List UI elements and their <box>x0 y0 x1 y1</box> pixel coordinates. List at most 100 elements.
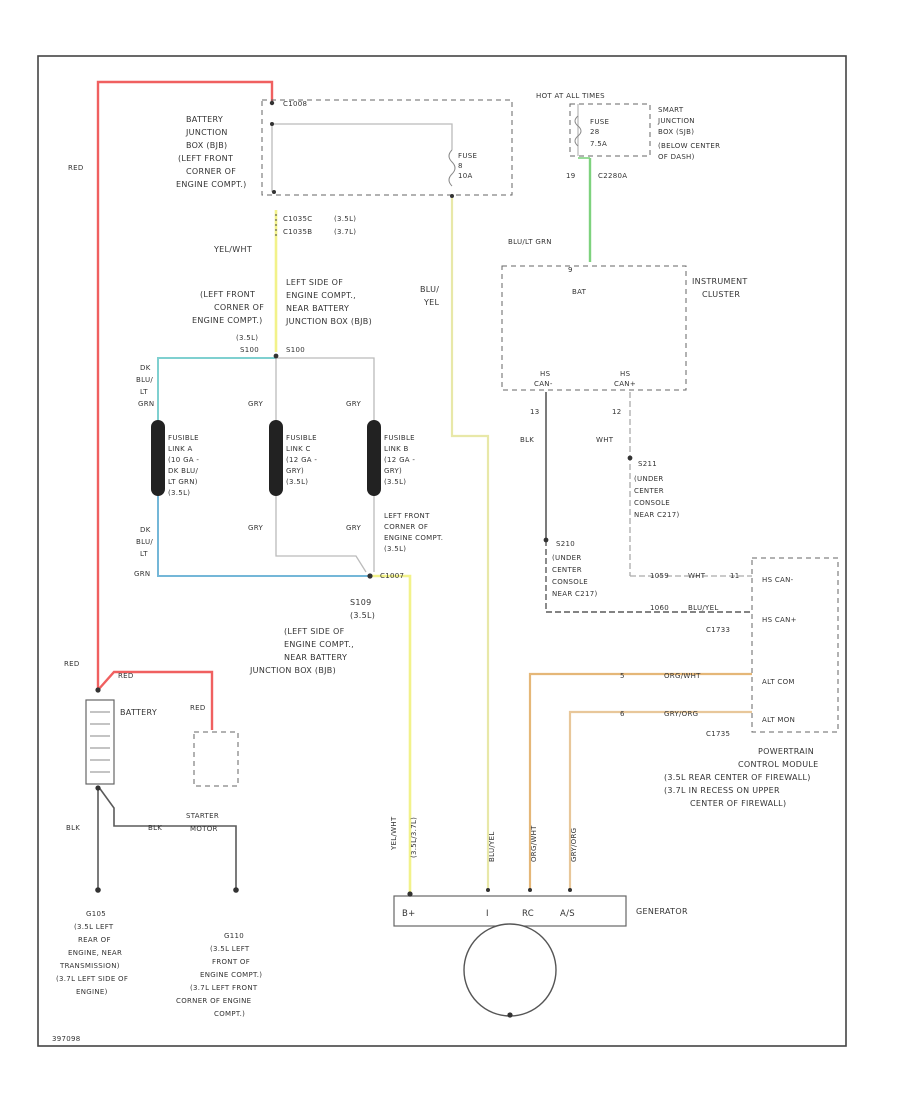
dk-blu-lt-grn-bot-1: BLU/ <box>136 538 153 546</box>
pcm-pin-2: ALT COM <box>762 678 795 686</box>
blk-ground-label-b: BLK <box>148 824 162 832</box>
s109-label-2: (LEFT SIDE OF <box>284 627 345 636</box>
yel-wht-top-label: YEL/WHT <box>213 245 252 254</box>
gry-bot-c: GRY <box>248 524 263 532</box>
sjb-fuse-0: FUSE <box>590 118 609 126</box>
ipc-label-0: INSTRUMENT <box>692 277 748 286</box>
c1008-label: C1008 <box>283 100 307 108</box>
org-wht-vertical-label: ORG/WHT <box>530 825 538 862</box>
dk-blu-lt-grn-top-3: GRN <box>138 400 154 408</box>
can-hi-pin: 12 <box>612 408 622 416</box>
wire-gry-fl-b <box>276 357 375 425</box>
sjb-label-2: BOX (SJB) <box>658 128 694 136</box>
pcm-label-3: (3.7L IN RECESS ON UPPER <box>664 786 780 795</box>
hs-can-h-0: HS <box>620 370 631 378</box>
fl-a-label-3: DK BLU/ <box>168 467 198 475</box>
wire-teal-fl-a-bottom <box>157 495 370 577</box>
smart-junction-box <box>569 103 651 157</box>
g105-label-6: ENGINE) <box>76 988 108 996</box>
battery-junction-box <box>261 99 513 196</box>
dk-blu-lt-grn-top-1: BLU/ <box>136 376 153 384</box>
s210-splice-dot <box>543 537 549 543</box>
s109-label-3: ENGINE COMPT., <box>284 640 354 649</box>
gen-pin-i: I <box>486 909 489 919</box>
hot-at-all-times-label: HOT AT ALL TIMES <box>536 92 605 100</box>
s100-splice-dot <box>273 353 279 359</box>
battery <box>85 699 115 785</box>
bjb-label-3: (LEFT FRONT <box>178 154 233 163</box>
gen-i-dot <box>486 888 490 892</box>
sjb-label-0: SMART <box>658 106 684 114</box>
fl-c-label-0: FUSIBLE <box>286 434 317 442</box>
g110-label-4: (3.7L LEFT FRONT <box>190 984 258 992</box>
blu-lt-grn-label: BLU/LT GRN <box>508 238 552 246</box>
gry-top-b: GRY <box>346 400 361 408</box>
alt-mon-wire-1: GRY/ORG <box>664 710 698 718</box>
hs-can-h-1: CAN+ <box>614 380 636 388</box>
left-front-top-2: ENGINE COMPT.) <box>192 316 263 325</box>
c1735-label: C1735 <box>706 730 730 738</box>
fusible-link-c <box>269 420 283 496</box>
s211-label-4: NEAR C217) <box>634 511 680 519</box>
wire-yel-wht-bplus <box>370 574 412 895</box>
gen-pin-bplus: B+ <box>402 909 416 919</box>
fuse-28-symbol <box>574 115 582 147</box>
fuse-8-label-1: 8 <box>458 162 463 170</box>
pcm-label-4: CENTER OF FIREWALL) <box>690 799 786 808</box>
sjb-label-1: JUNCTION <box>657 117 695 125</box>
alt-mon-wire-0: 6 <box>620 710 625 718</box>
fl-a-label-0: FUSIBLE <box>168 434 199 442</box>
left-side-top-0: LEFT SIDE OF <box>286 278 343 287</box>
fusible-link-a <box>151 420 165 496</box>
sjb-label-3: (BELOW CENTER <box>658 142 720 150</box>
can-lo-pin: 13 <box>530 408 540 416</box>
red-label-d: RED <box>190 704 206 712</box>
blk-can-label: BLK <box>520 436 534 444</box>
gen-as-dot <box>568 888 572 892</box>
s100-label-a: S100 <box>240 346 259 354</box>
gry-top-c: GRY <box>248 400 263 408</box>
bjb-label-1: JUNCTION <box>185 128 228 137</box>
c1035b-variant: (3.7L) <box>334 228 356 236</box>
g110-label-2: FRONT OF <box>212 958 250 966</box>
dk-blu-lt-grn-bot-0: DK <box>140 526 151 534</box>
fusible-link-b <box>367 420 381 496</box>
ipc-bat-label: BAT <box>572 288 587 296</box>
wire-org-wht-altcom <box>528 672 752 890</box>
fl-a-label-4: LT GRN) <box>168 478 198 486</box>
wht-can-label: WHT <box>596 436 614 444</box>
g110-label-6: COMPT.) <box>214 1010 245 1018</box>
alt-com-wire-1: ORG/WHT <box>664 672 701 680</box>
pcm-label-1: CONTROL MODULE <box>738 760 819 769</box>
powertrain-control-module <box>751 557 839 733</box>
fl-c-label-3: GRY) <box>286 467 304 475</box>
fl-c-label-2: (12 GA - <box>286 456 317 464</box>
ipc-pin-top: 9 <box>568 266 573 274</box>
s100-label-b: S100 <box>286 346 305 354</box>
g110-ground-dot <box>233 887 239 893</box>
battery-positive-dot <box>95 687 101 693</box>
c1035b-label: C1035B <box>283 228 312 236</box>
s109-label-5: JUNCTION BOX (BJB) <box>249 666 336 675</box>
s211-label-0: S211 <box>638 460 657 468</box>
wire-blu-yel-i <box>450 198 490 890</box>
sjb-label-4: OF DASH) <box>658 153 695 161</box>
pcm-pin-0: HS CAN- <box>762 576 794 584</box>
g110-label-0: G110 <box>224 932 244 940</box>
s210-label-3: CONSOLE <box>552 578 588 586</box>
g105-label-0: G105 <box>86 910 106 918</box>
bjb-label-2: BOX (BJB) <box>186 141 227 150</box>
s211-label-3: CONSOLE <box>634 499 670 507</box>
left-front-mid-3: (3.5L) <box>384 545 406 553</box>
bjb-bus-dot <box>270 122 274 126</box>
wire-can-lo-to-pcm <box>545 540 752 613</box>
red-label-b: RED <box>64 660 80 668</box>
fuse-8-label-2: 10A <box>458 172 473 180</box>
wire-red-starter <box>97 670 214 730</box>
g105-label-3: ENGINE, NEAR <box>68 949 122 957</box>
c2280a-pin: 19 <box>566 172 576 180</box>
left-front-mid-0: LEFT FRONT <box>384 512 430 520</box>
wire-red-main <box>96 80 274 690</box>
fl-b-label-3: GRY) <box>384 467 402 475</box>
g105-label-1: (3.5L LEFT <box>74 923 114 931</box>
